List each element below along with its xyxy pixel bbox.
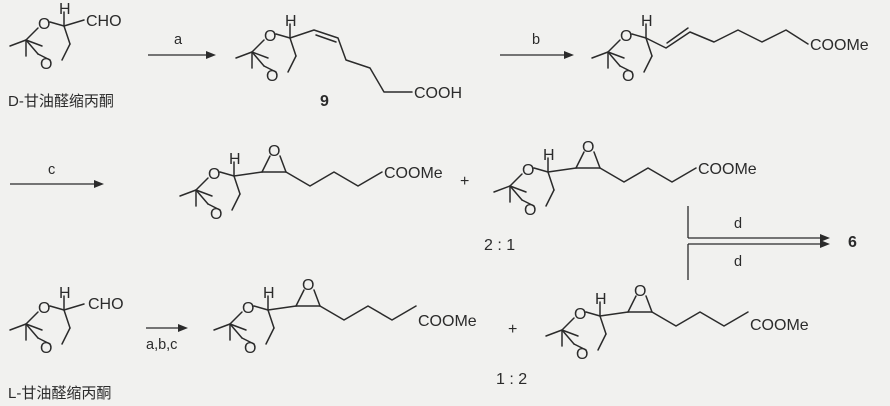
plus-sign-row3: +	[508, 321, 517, 338]
epoxide-row3-isomer-a: O O O H COOMe	[213, 277, 477, 357]
d-glyceraldehyde-name: D-甘油醛缩丙酮	[8, 93, 114, 110]
d-glyceraldehyde-acetonide: O O H CHO D-甘油醛缩丙酮	[8, 1, 122, 110]
hydrogen-label: H	[229, 151, 241, 168]
ring-oxygen-bottom: O	[210, 206, 222, 223]
epoxide-oxygen: O	[634, 283, 646, 300]
hydrogen-label: H	[59, 285, 71, 302]
hydrogen-label: H	[641, 13, 653, 30]
ring-oxygen-bottom: O	[576, 346, 588, 363]
epoxide-row2-isomer-a: O O O H COOMe	[179, 143, 443, 223]
l-glyceraldehyde-acetonide: O O H CHO L-甘油醛缩丙酮	[8, 285, 124, 402]
epoxide-skeleton	[493, 151, 697, 207]
ring-oxygen-bottom: O	[40, 56, 52, 73]
ring-oxygen-top: O	[242, 300, 254, 317]
hydrogen-label: H	[263, 285, 275, 302]
compound-9-skeleton	[235, 23, 413, 93]
ring-oxygen-top: O	[208, 166, 220, 183]
trans-ester-skeleton	[591, 23, 809, 73]
methyl-ester-group: COOMe	[384, 165, 443, 182]
aldehyde-group: CHO	[86, 13, 122, 30]
trans-methyl-ester: O O H COOMe	[591, 13, 869, 85]
ring-oxygen-top: O	[38, 300, 50, 317]
l-glyceraldehyde-name: L-甘油醛缩丙酮	[8, 385, 111, 402]
epoxide-skeleton	[545, 295, 749, 351]
reagent-a-label: a	[174, 32, 183, 48]
epoxide-oxygen: O	[302, 277, 314, 294]
ring-oxygen-bottom: O	[266, 68, 278, 85]
reaction-arrow-b: b	[500, 32, 574, 59]
ring-oxygen-top: O	[620, 28, 632, 45]
ring-oxygen-top: O	[38, 16, 50, 33]
epoxide-skeleton	[179, 155, 383, 211]
ring-oxygen-top: O	[574, 306, 586, 323]
methyl-ester-group: COOMe	[698, 161, 757, 178]
convergent-arrows-d: d d	[687, 206, 830, 280]
hydrogen-label: H	[285, 13, 297, 30]
epoxide-oxygen: O	[582, 139, 594, 156]
reagent-b-label: b	[532, 32, 540, 48]
compound-9: O O H COOH 9	[235, 13, 462, 110]
epoxide-row2-isomer-b: O O O H COOMe	[493, 139, 757, 219]
reagent-d-top-label: d	[734, 216, 742, 232]
hydrogen-label: H	[543, 147, 555, 164]
ring-oxygen-bottom: O	[244, 340, 256, 357]
hydrogen-label: H	[59, 1, 71, 18]
ring-oxygen-bottom: O	[524, 202, 536, 219]
ring-oxygen-bottom: O	[40, 340, 52, 357]
aldehyde-group: CHO	[88, 296, 124, 313]
epoxide-row3-isomer-b: O O O H COOMe	[545, 283, 809, 363]
methyl-ester-group: COOMe	[750, 317, 809, 334]
epoxide-oxygen: O	[268, 143, 280, 160]
ring-oxygen-top: O	[264, 28, 276, 45]
isomer-ratio-row3: 1 : 2	[496, 371, 527, 388]
hydrogen-label: H	[595, 291, 607, 308]
reagent-abc-label: a,b,c	[146, 337, 177, 353]
ring-oxygen-top: O	[522, 162, 534, 179]
epoxide-skeleton	[213, 289, 417, 345]
reaction-arrow-a: a	[148, 32, 216, 59]
reaction-arrow-abc: a,b,c	[146, 324, 188, 353]
reaction-arrow-c: c	[10, 162, 104, 188]
reagent-c-label: c	[48, 162, 55, 178]
plus-sign-row2: +	[460, 173, 469, 190]
carboxylic-acid-group: COOH	[414, 85, 462, 102]
methyl-ester-group: COOMe	[810, 37, 869, 54]
ring-oxygen-bottom: O	[622, 68, 634, 85]
methyl-ester-group: COOMe	[418, 313, 477, 330]
reagent-d-bottom-label: d	[734, 254, 742, 270]
isomer-ratio-row2: 2 : 1	[484, 237, 515, 254]
compound-9-label: 9	[320, 93, 329, 110]
dioxolane-ring	[9, 295, 85, 345]
product-6-label: 6	[848, 234, 857, 251]
dioxolane-ring	[9, 11, 85, 61]
